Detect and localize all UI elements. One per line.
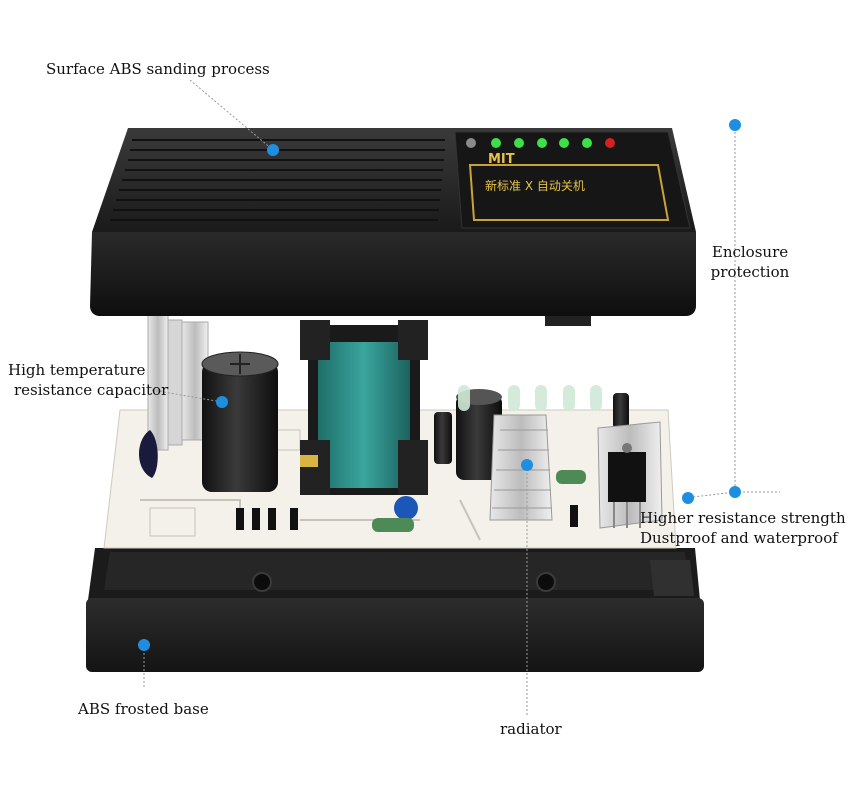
lid-grooves <box>110 139 445 221</box>
marker-strength-right <box>729 486 741 498</box>
callout-strength-line2: Dustproof and waterproof <box>640 529 838 547</box>
brand-logo: MIT <box>488 152 515 167</box>
callout-strength-line1: Higher resistance strength <box>640 509 846 527</box>
panel-leds <box>466 138 615 148</box>
radiator-heatsink <box>489 414 553 521</box>
callout-capacitor: High temperature resistance capacitor <box>8 360 168 400</box>
control-panel <box>454 131 691 229</box>
panel-label: 新标准 X 自动关机 <box>485 178 585 193</box>
callout-radiator: radiator <box>500 720 562 738</box>
disc-capacitor <box>138 430 158 478</box>
callout-surface: Surface ABS sanding process <box>46 60 270 78</box>
voltage-regulator <box>597 421 663 529</box>
top-lid <box>90 128 696 326</box>
callout-enclosure-line1: Enclosure <box>711 243 789 261</box>
marker-dots <box>138 119 741 651</box>
board-leds <box>458 385 602 411</box>
small-components <box>236 455 586 532</box>
callout-capacitor-line1: High temperature <box>8 361 146 379</box>
transformer <box>300 320 428 495</box>
marker-radiator <box>521 459 533 471</box>
base-housing <box>86 548 704 672</box>
callout-strength: Higher resistance strength Dustproof and… <box>640 508 846 548</box>
callout-enclosure-line2: protection <box>710 263 790 281</box>
left-heatsink <box>147 314 209 451</box>
callout-capacitor-line2: resistance capacitor <box>14 381 169 399</box>
marker-strength-left <box>682 492 694 504</box>
callout-enclosure: Enclosure protection <box>700 242 800 282</box>
marker-base <box>138 639 150 651</box>
marker-enclosure <box>729 119 741 131</box>
marker-capacitor <box>216 396 228 408</box>
callout-base: ABS frosted base <box>78 700 209 718</box>
marker-surface <box>267 144 279 156</box>
large-capacitor <box>201 351 279 492</box>
